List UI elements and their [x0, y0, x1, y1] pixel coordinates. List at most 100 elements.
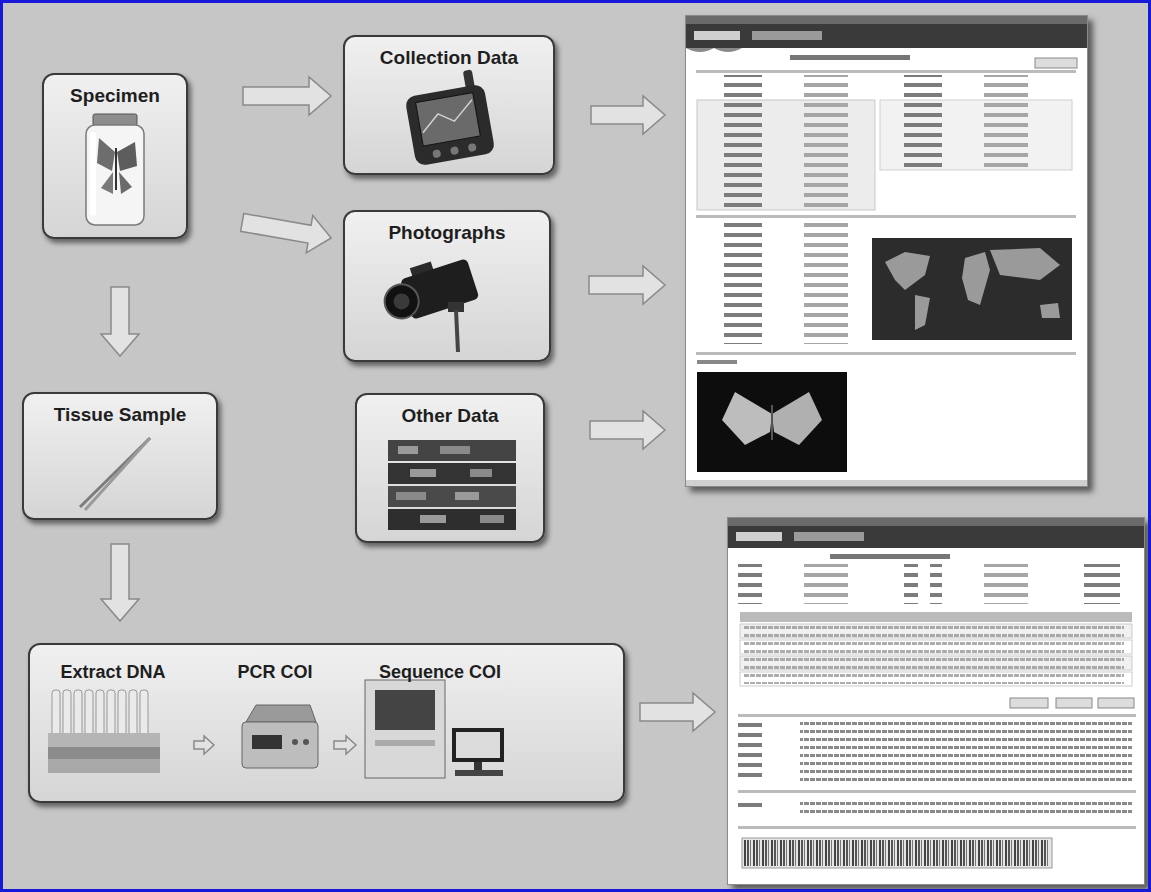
box-title: Extract DNA	[60, 661, 165, 683]
specimen-jar	[119, 172, 132, 194]
tube-rack	[48, 759, 160, 773]
gps-device	[432, 149, 441, 158]
sequence-record-screenshot	[738, 798, 794, 808]
specimen-record-screenshot	[752, 31, 822, 40]
specimen-record-screenshot	[722, 392, 772, 445]
tube-rack	[63, 690, 71, 740]
specimen-record-screenshot	[880, 100, 1072, 170]
specimen-record-screenshot	[885, 252, 930, 290]
specimen-record-screenshot	[772, 392, 822, 445]
camera	[392, 291, 412, 311]
notebook-stack	[398, 446, 418, 454]
specimen-record-screenshot	[697, 360, 737, 364]
specimen-record-screenshot	[697, 75, 872, 97]
pcr-machine	[246, 705, 316, 722]
specimen-record-screenshot	[686, 16, 1087, 486]
block-arrow	[243, 77, 331, 115]
gps-device	[416, 93, 481, 146]
specimen-record-screenshot	[686, 16, 1087, 24]
sequence-record-screenshot	[738, 826, 1136, 829]
box-title: Photographs	[388, 222, 505, 244]
specimen-record-screenshot	[915, 295, 930, 330]
specimen-record-screenshot	[962, 252, 990, 305]
sequence-record-screenshot	[930, 564, 1120, 604]
specimen-record-screenshot	[694, 31, 740, 40]
sequencer	[474, 762, 482, 770]
specimen-record-screenshot	[696, 352, 1076, 355]
sequence-record-screenshot	[742, 838, 1052, 868]
tube-rack	[74, 690, 82, 740]
specimen-jar	[93, 114, 137, 126]
specimen-record-screenshot	[771, 405, 773, 440]
specimen-jar	[97, 138, 115, 171]
block-arrow	[640, 693, 715, 731]
specimen-record-screenshot	[686, 24, 1087, 48]
specimen-jar	[86, 125, 144, 225]
specimen-jar	[101, 172, 113, 194]
sequence-record-screenshot	[736, 532, 782, 541]
specimen-record-screenshot	[1040, 303, 1060, 318]
block-arrow	[589, 266, 665, 304]
notebook-stack	[396, 492, 426, 500]
tube-rack	[52, 690, 60, 740]
pcr-machine	[292, 739, 298, 745]
sequence-record-screenshot	[738, 564, 918, 604]
tube-rack	[96, 690, 104, 740]
notebook-stack	[388, 463, 516, 484]
notebook-stack	[388, 509, 516, 530]
tube-rack	[118, 690, 126, 740]
pcr-machine	[242, 705, 318, 768]
sequencer	[455, 770, 503, 776]
specimen-record-screenshot	[880, 75, 1070, 97]
tube-rack	[48, 747, 160, 759]
specimen-jar	[117, 142, 137, 171]
specimen-record-screenshot	[880, 102, 1072, 168]
sequence-record-screenshot	[830, 554, 950, 559]
pcr-machine	[242, 722, 318, 768]
notebook-stack	[470, 469, 492, 477]
box-title: Collection Data	[380, 47, 518, 69]
tube-rack	[48, 733, 160, 747]
sequencer	[452, 728, 504, 762]
specimen-jar	[86, 114, 144, 225]
specimen-record-screenshot	[790, 55, 910, 60]
specimen-jar	[90, 132, 96, 216]
gps-device	[419, 100, 476, 133]
sequencer	[365, 680, 445, 778]
notebook-stack	[388, 486, 516, 507]
tube-rack	[107, 690, 115, 740]
specimen-record-screenshot	[696, 215, 1076, 218]
sequence-record-screenshot	[1056, 698, 1092, 708]
block-arrow	[101, 544, 139, 621]
notebook-stack	[455, 492, 479, 500]
notebook-stack	[480, 515, 504, 523]
box-title: Sequence COI	[379, 661, 501, 683]
gps-device	[468, 143, 477, 152]
specimen-jar	[115, 148, 117, 190]
sequence-record-screenshot	[744, 840, 1050, 866]
tissue-sample-box: Tissue Sample	[22, 392, 218, 520]
camera	[456, 310, 458, 352]
sequencer	[375, 740, 435, 746]
tube-rack	[85, 690, 93, 740]
sequence-record-screenshot	[744, 626, 1124, 684]
block-arrow	[591, 96, 665, 134]
tube-rack	[48, 690, 160, 773]
specimen-record-screenshot	[872, 238, 1072, 340]
tube-rack	[140, 690, 148, 740]
box-title: Specimen	[70, 85, 160, 107]
gps-device	[450, 146, 459, 155]
notebook-stack	[420, 515, 446, 523]
sequence-record-screenshot	[1098, 698, 1134, 708]
specimen-record-screenshot	[697, 372, 847, 472]
sequencer	[375, 690, 435, 730]
specimen-record-screenshot	[696, 70, 1076, 73]
sequence-record-screenshot	[800, 722, 1132, 782]
block-arrow	[590, 411, 665, 449]
sequence-record-screenshot	[800, 798, 1132, 818]
pcr-machine	[252, 735, 282, 749]
box-title: Other Data	[401, 405, 498, 427]
box-title: Tissue Sample	[54, 404, 187, 426]
